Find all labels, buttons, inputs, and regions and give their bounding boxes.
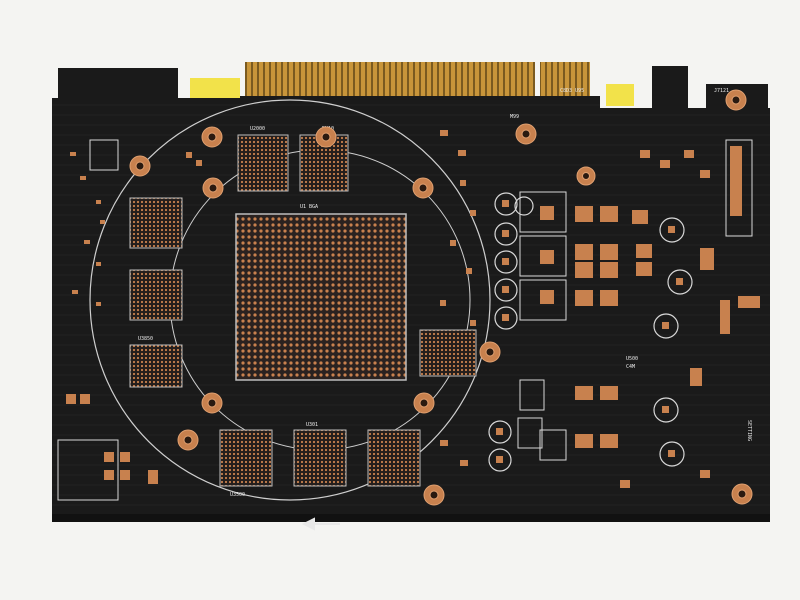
gold-fingers-small — [540, 62, 590, 98]
label-right-mid-a: U500 — [626, 356, 638, 362]
memory-chip-right — [419, 329, 477, 377]
memory-chip-bottom2 — [293, 429, 347, 487]
label-right-top: J7121 — [714, 88, 729, 94]
gpu-bga — [235, 213, 407, 381]
yellow-tab-left — [190, 78, 240, 100]
component-outlines — [57, 139, 567, 501]
pcb-body — [52, 96, 770, 520]
chip-label: U1 BGA — [300, 204, 318, 210]
power-connector — [725, 139, 753, 237]
memory-chip-top — [237, 134, 289, 192]
silk-arrow — [301, 517, 340, 531]
memory-chip-left2 — [129, 269, 183, 321]
capacitor-column — [488, 192, 693, 472]
mounting-holes — [129, 89, 753, 506]
label-mid-a: M99 — [510, 114, 519, 120]
label-right-edge: SETTING — [746, 420, 752, 441]
label-bottom-a: U3500 — [230, 492, 245, 498]
label-top-left: U2000 — [250, 126, 265, 132]
label-right-mid-b: C4M — [626, 364, 635, 370]
label-bottom-b: U301 — [306, 422, 318, 428]
label-conn-top: C8D3 U95 — [560, 88, 584, 94]
memory-chip-bottom3 — [367, 429, 421, 487]
memory-chip-left3 — [129, 344, 183, 388]
pcb-edge-strip — [52, 514, 770, 522]
yellow-tab-right — [606, 84, 634, 106]
power-pads — [540, 146, 760, 448]
smd-parts — [66, 130, 710, 488]
silk-circle-outer — [89, 99, 491, 501]
capacitor-pads — [496, 200, 683, 463]
label-left-low: U3850 — [138, 336, 153, 342]
mounting-tab-right — [652, 66, 688, 112]
memory-chip-bottom1 — [219, 429, 273, 487]
memory-chip-left1 — [129, 197, 183, 249]
gold-fingers — [245, 62, 535, 98]
